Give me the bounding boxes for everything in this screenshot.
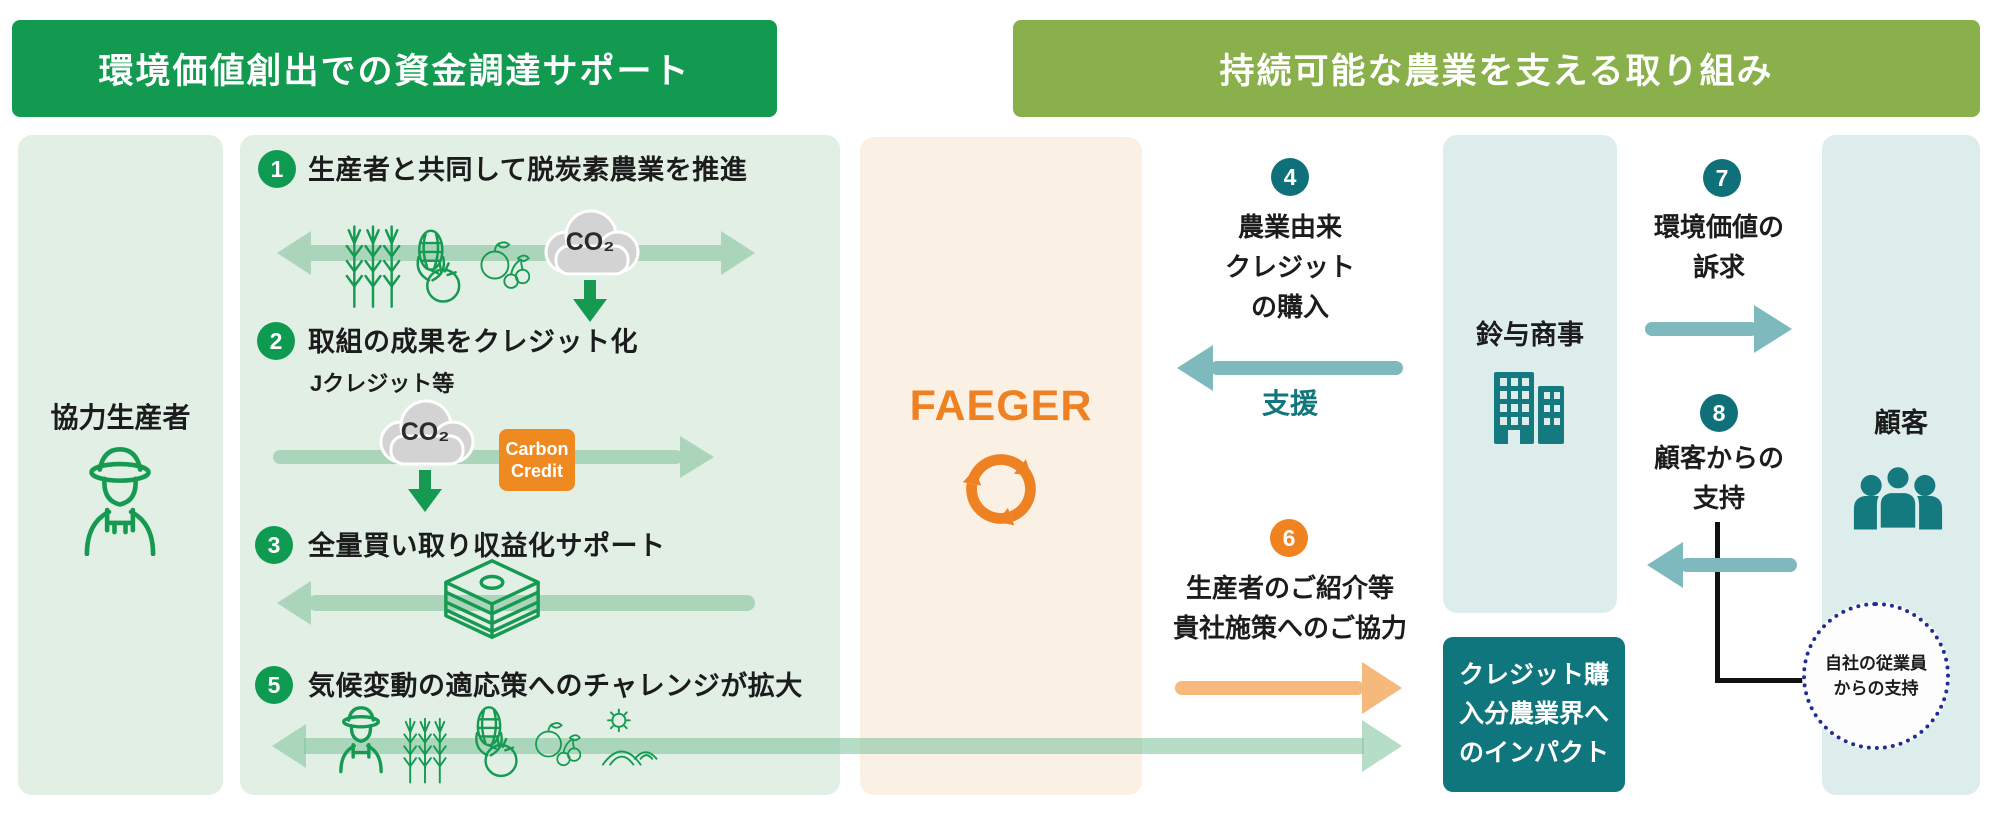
co2-label: CO₂ xyxy=(400,418,450,446)
sun-field-icon xyxy=(601,708,658,766)
customer-label: 顧客 xyxy=(1874,408,1928,438)
impact-box-line2: 入分農業界へ xyxy=(1458,700,1609,728)
corn-tomato-icon xyxy=(475,706,518,778)
people-group-icon xyxy=(1853,463,1943,530)
building-icon xyxy=(1494,372,1564,444)
step3-number: 3 xyxy=(255,526,293,564)
step8-arrow-left-head-icon xyxy=(1647,542,1683,588)
step6-line1: 生産者のご紹介等 xyxy=(1185,573,1394,603)
step4-number: 4 xyxy=(1271,158,1309,196)
step7-line1: 環境価値の xyxy=(1653,212,1784,242)
employee-connector-horizontal xyxy=(1715,678,1805,683)
co2-cloud-icon xyxy=(544,209,640,276)
step8-line2: 支持 xyxy=(1692,483,1745,513)
step3-arrow-left-head-icon xyxy=(277,581,311,625)
step1-arrow-left-head-icon xyxy=(277,231,311,275)
step3-arrow-body xyxy=(308,595,755,611)
step4-line3: の購入 xyxy=(1250,292,1329,322)
step1-title: 生産者と共同して脱炭素農業を推進 xyxy=(308,155,748,185)
long-arrow-left-head-icon xyxy=(272,724,306,768)
banner-funding-support-label: 環境価値創出での資金調達サポート xyxy=(98,52,691,91)
cycle-arrows-icon xyxy=(962,454,1036,526)
step5-title: 気候変動の適応策へのチャレンジが拡大 xyxy=(308,671,803,701)
step8-arrow-body xyxy=(1680,558,1797,572)
step2-subtitle: Jクレジット等 xyxy=(310,371,455,396)
banner-funding-support: 環境価値創出での資金調達サポート xyxy=(12,20,777,117)
co2-cloud-icon xyxy=(379,399,475,466)
step6-line2: 貴社施策へのご協力 xyxy=(1172,613,1407,643)
step6-text: 生産者のご紹介等 貴社施策へのご協力 xyxy=(1165,568,1415,648)
producer-label: 協力生産者 xyxy=(50,402,191,433)
step2-arrow-right-head-icon xyxy=(680,436,714,478)
co2-label: CO₂ xyxy=(565,228,615,256)
apple-cherry-icon xyxy=(480,241,530,289)
impact-box-line3: のインパクト xyxy=(1458,739,1609,767)
step2-title: 取組の成果をクレジット化 xyxy=(308,327,638,357)
step6-number: 6 xyxy=(1270,519,1308,557)
employee-support-circle: 自社の従業員 からの支持 xyxy=(1802,602,1950,750)
employee-connector-vertical xyxy=(1715,522,1720,683)
wheat-icon xyxy=(403,717,447,784)
step6-arrow-body xyxy=(1175,681,1364,695)
step5-number: 5 xyxy=(255,666,293,704)
wheat-icon xyxy=(345,225,401,309)
step7-arrow-body xyxy=(1645,322,1758,336)
impact-box: クレジット購 入分農業界へ のインパクト xyxy=(1443,637,1625,792)
step8-number: 8 xyxy=(1700,394,1738,432)
impact-box-line1: クレジット購 xyxy=(1458,661,1609,689)
suzuyo-label: 鈴与商事 xyxy=(1476,320,1584,350)
farmer-icon xyxy=(84,447,156,556)
corn-tomato-icon xyxy=(416,229,461,303)
step1-arrow-right-head-icon xyxy=(721,231,755,275)
step3-title: 全量買い取り収益化サポート xyxy=(308,531,666,561)
employee-support-line2: からの支持 xyxy=(1833,679,1919,698)
money-stack-icon xyxy=(444,559,540,640)
step4-line1: 農業由来 xyxy=(1237,212,1342,242)
banner-sustainable-agriculture: 持続可能な農業を支える取り組み xyxy=(1013,20,1980,117)
banner-sustainable-agriculture-label: 持続可能な農業を支える取り組み xyxy=(1219,52,1774,91)
step1-number: 1 xyxy=(258,150,296,188)
employee-support-line1: 自社の従業員 xyxy=(1825,654,1927,673)
step4-line2: クレジット xyxy=(1224,252,1355,282)
carbon-credit-tag: Carbon Credit xyxy=(499,429,575,491)
step7-arrow-right-head-icon xyxy=(1754,305,1792,353)
co2-down-arrow-icon xyxy=(573,280,607,322)
step2-arrow-body xyxy=(273,450,683,464)
step4-arrow-body xyxy=(1210,361,1403,375)
step2-number: 2 xyxy=(257,322,295,360)
step4-arrow-label: 支援 xyxy=(1261,388,1318,419)
faeger-logo-text: FAEGER xyxy=(909,382,1093,430)
co2-down-arrow-icon xyxy=(408,470,442,512)
step8-text: 顧客からの 支持 xyxy=(1619,438,1819,518)
faeger-panel xyxy=(860,137,1142,795)
carbon-credit-line1: Carbon xyxy=(505,439,569,459)
step6-arrow-right-head-icon xyxy=(1362,662,1402,714)
step7-number: 7 xyxy=(1703,159,1741,197)
apple-cherry-icon xyxy=(535,722,581,767)
farmer-icon xyxy=(339,706,383,774)
long-arrow-body xyxy=(304,738,1364,754)
step4-text: 農業由来 クレジット の購入 xyxy=(1190,207,1390,327)
step8-line1: 顧客からの xyxy=(1653,443,1784,473)
carbon-credit-line2: Credit xyxy=(510,461,563,481)
step4-arrow-left-head-icon xyxy=(1177,345,1213,391)
step7-line2: 訴求 xyxy=(1692,252,1745,282)
step7-text: 環境価値の 訴求 xyxy=(1619,207,1819,287)
long-arrow-right-head-icon xyxy=(1362,720,1402,772)
